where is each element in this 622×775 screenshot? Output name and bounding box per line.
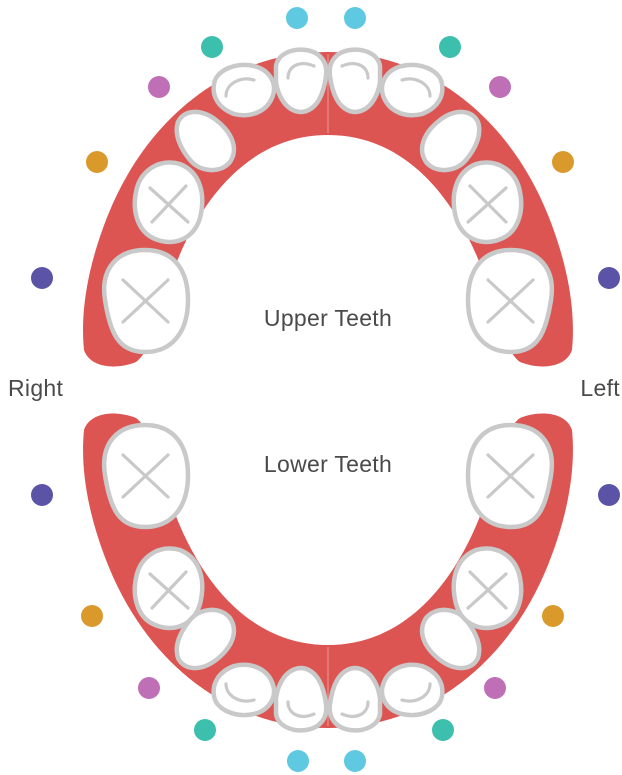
- lower-left-second-molar-dot: [598, 484, 620, 506]
- lower-right-canine-dot: [138, 677, 160, 699]
- upper-teeth-label: Upper Teeth: [264, 305, 392, 331]
- lower-right-second-molar-dot: [31, 484, 53, 506]
- upper-left-second-molar-dot: [598, 267, 620, 289]
- upper-right-second-molar-dot: [31, 267, 53, 289]
- lower-teeth-label: Lower Teeth: [264, 451, 392, 477]
- upper-left-first-molar: [454, 162, 521, 241]
- lower-left-first-molar: [454, 548, 521, 627]
- upper-right-canine-dot: [148, 76, 170, 98]
- lower-right-lateral-incisor-dot: [194, 719, 216, 741]
- upper-right-first-molar-dot: [86, 151, 108, 173]
- upper-left-second-molar: [468, 250, 552, 352]
- upper-right-first-molar: [135, 162, 202, 241]
- right-side-label: Right: [8, 375, 64, 401]
- lower-left-lateral-incisor: [382, 665, 442, 715]
- upper-right-central-incisor: [276, 50, 326, 112]
- upper-left-lateral-incisor: [382, 65, 442, 115]
- upper-right-second-molar: [104, 250, 188, 352]
- lower-right-central-incisor: [276, 668, 326, 730]
- upper-left-canine-dot: [489, 76, 511, 98]
- lower-left-second-molar: [468, 425, 552, 527]
- upper-left-first-molar-dot: [552, 151, 574, 173]
- lower-left-central-incisor-dot: [344, 750, 366, 772]
- upper-right-central-incisor-dot: [286, 7, 308, 29]
- left-side-label: Left: [580, 375, 620, 401]
- upper-right-lateral-incisor-dot: [201, 36, 223, 58]
- lower-left-canine-dot: [484, 677, 506, 699]
- lower-right-lateral-incisor: [214, 665, 274, 715]
- upper-left-central-incisor: [330, 50, 380, 112]
- lower-left-lateral-incisor-dot: [432, 719, 454, 741]
- upper-left-lateral-incisor-dot: [439, 36, 461, 58]
- upper-left-central-incisor-dot: [344, 7, 366, 29]
- lower-right-first-molar-dot: [81, 605, 103, 627]
- lower-right-central-incisor-dot: [287, 750, 309, 772]
- lower-left-first-molar-dot: [542, 605, 564, 627]
- lower-right-second-molar: [104, 425, 188, 527]
- upper-right-lateral-incisor: [214, 65, 274, 115]
- lower-left-central-incisor: [330, 668, 380, 730]
